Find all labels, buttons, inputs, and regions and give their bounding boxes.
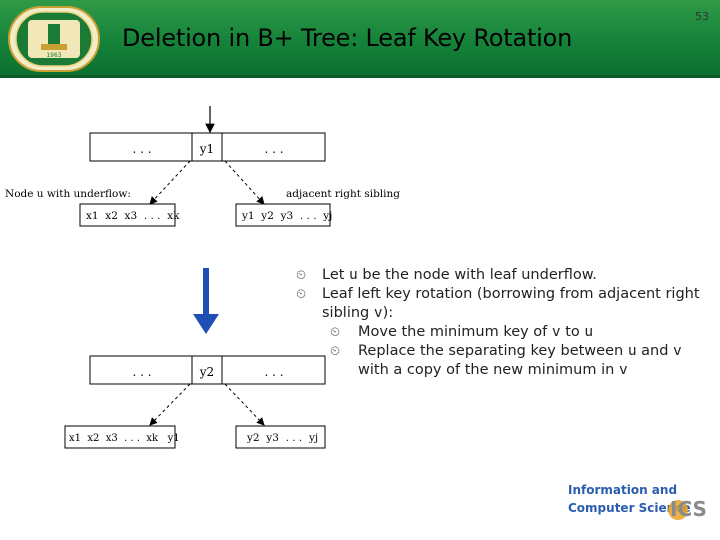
top-parent-left: . . . — [132, 142, 151, 156]
bottom-right-pointer — [224, 383, 265, 426]
bottom-left-pointer — [149, 383, 191, 426]
underflow-label: Node u with underflow: — [5, 188, 131, 200]
top-left-leaf-keys: x1 x2 x3 . . . xk — [86, 210, 180, 222]
footer-badge: ICS — [670, 497, 707, 521]
top-right-pointer — [224, 160, 265, 205]
top-right-leaf-keys: y1 y2 y3 . . . yj — [241, 210, 332, 222]
bottom-left-leaf-keys: x1 x2 x3 . . . xk y1 — [69, 433, 180, 444]
slide-header — [0, 0, 720, 78]
bottom-parent-right: . . . — [264, 365, 283, 379]
ics-logo: Information and Computer Science ICS — [568, 483, 707, 521]
top-left-pointer — [149, 160, 191, 205]
sub-bullet-item: ⏲ Move the minimum key of v to u — [330, 324, 594, 340]
top-parent-right: . . . — [264, 142, 283, 156]
university-logo: 1963 — [8, 6, 100, 72]
bullet-icon: ⏲ — [296, 268, 307, 283]
bottom-parent-key: y2 — [199, 365, 214, 379]
header-bottom-line — [0, 75, 720, 78]
btree-diagram: . . . y1 . . . Node u with underflow: ad… — [5, 106, 400, 449]
sub-bullet-item: ⏲ Replace the separating key between u a… — [330, 343, 682, 378]
slide-number: 53 — [695, 10, 709, 23]
bottom-left-leaf: x1 x2 x3 . . . xk y1 — [64, 425, 180, 449]
sibling-label: adjacent right sibling v. — [286, 188, 400, 200]
bottom-parent-node: . . . y2 . . . — [89, 355, 326, 385]
bullet-icon: ⏲ — [330, 325, 341, 340]
bullet-icon: ⏲ — [330, 344, 341, 359]
top-parent-node: . . . y1 . . . — [89, 132, 326, 162]
footer-line1: Information and — [568, 483, 677, 497]
logo-year: 1963 — [46, 52, 61, 59]
transition-arrow-icon — [193, 268, 219, 334]
bullet-item: ⏲ Let u be the node with leaf underflow. — [296, 267, 597, 283]
top-parent-key: y1 — [199, 142, 214, 156]
bullet-icon: ⏲ — [296, 287, 307, 302]
bottom-parent-left: . . . — [132, 365, 151, 379]
bullet-list: ⏲ Let u be the node with leaf underflow.… — [296, 266, 716, 380]
footer-line2: Computer Science — [568, 501, 690, 515]
top-right-leaf: y1 y2 y3 . . . yj — [235, 203, 332, 227]
bottom-right-leaf: y2 y3 . . . yj — [235, 425, 326, 449]
bottom-right-leaf-keys: y2 y3 . . . yj — [246, 432, 318, 444]
bullet-item: ⏲ Leaf left key rotation (borrowing from… — [296, 286, 700, 321]
slide-title: Deletion in B+ Tree: Leaf Key Rotation — [122, 24, 573, 52]
top-left-leaf: x1 x2 x3 . . . xk — [79, 203, 180, 227]
